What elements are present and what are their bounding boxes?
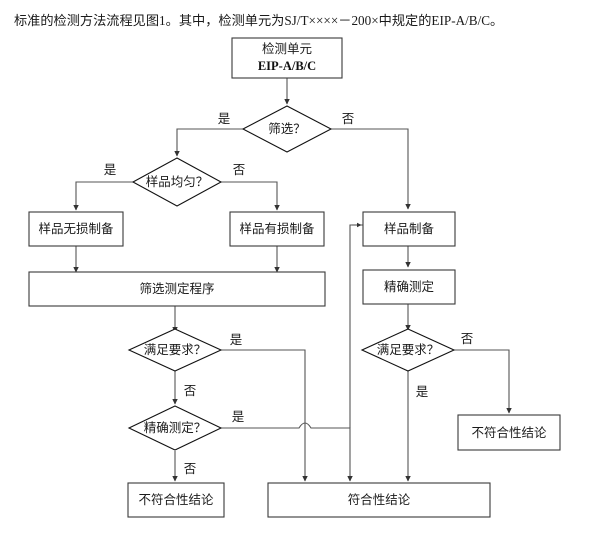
- edge-label-meetsright-no: 否: [461, 332, 474, 346]
- edge-screening-no: [331, 128, 411, 210]
- edge-meetsleft-yes: [221, 349, 308, 482]
- node-meets-requirement-left: 满足要求？: [127, 328, 223, 372]
- edge-label-meetsright-yes: 是: [416, 385, 429, 399]
- edge-loop-back-to-sampleprep: [349, 224, 363, 428]
- caption-paragraph: 标准的检测方法流程见图1。其中，检测单元为SJ/T××××－200×中规定的EI…: [14, 13, 504, 28]
- node-nonconforming-right-label: 不符合性结论: [471, 425, 547, 440]
- edge-label-precise-yes: 是: [232, 410, 245, 424]
- edge-uniform-yes: [73, 181, 133, 211]
- node-precise-measure-decision: 精确测定？: [127, 405, 223, 451]
- edge-uniform-no: [221, 181, 280, 211]
- node-meets-requirement-right: 满足要求？: [360, 328, 456, 372]
- node-conforming: 符合性结论: [267, 482, 491, 518]
- node-precise-measure-box: 精确测定: [362, 269, 456, 305]
- node-precise-measure-decision-label: 精确测定？: [144, 420, 207, 435]
- node-sample-prep-label: 样品制备: [384, 221, 435, 236]
- edge-label-uniform-no: 否: [233, 163, 246, 177]
- edge-label-screening-yes: 是: [218, 112, 231, 126]
- node-sample-prep: 样品制备: [362, 211, 456, 247]
- node-conforming-label: 符合性结论: [348, 492, 411, 507]
- node-precise-measure-box-label: 精确测定: [384, 279, 434, 294]
- node-detection-unit-line1: 检测单元: [262, 41, 312, 56]
- edge-label-uniform-yes: 是: [104, 163, 117, 177]
- edge-precise-yes: [221, 422, 353, 482]
- edge-screening-yes: [174, 128, 243, 157]
- edge-meetsright-no: [454, 349, 512, 414]
- node-detection-unit: 检测单元 EIP-A/B/C: [231, 37, 343, 79]
- edge-label-precise-no: 否: [184, 462, 197, 476]
- node-nonconforming-right: 不符合性结论: [457, 414, 561, 451]
- node-screening-decision-label: 筛选？: [268, 121, 306, 136]
- node-uniform-decision: 样品均匀？: [131, 157, 223, 207]
- node-nondestructive-prep: 样品无损制备: [28, 211, 124, 247]
- node-nondestructive-prep-label: 样品无损制备: [38, 221, 114, 236]
- node-detection-unit-line2: EIP-A/B/C: [258, 59, 316, 73]
- node-screening-decision: 筛选？: [241, 105, 333, 153]
- node-nonconforming-left-label: 不符合性结论: [138, 492, 214, 507]
- edge-label-meetsleft-no: 否: [184, 384, 197, 398]
- node-nonconforming-left: 不符合性结论: [127, 482, 225, 518]
- edge-label-screening-no: 否: [342, 112, 355, 126]
- node-screening-procedure: 筛选测定程序: [28, 271, 326, 307]
- node-screening-procedure-label: 筛选测定程序: [139, 281, 214, 296]
- node-destructive-prep-label: 样品有损制备: [239, 221, 315, 236]
- edge-label-meetsleft-yes: 是: [230, 333, 243, 347]
- node-meets-requirement-left-label: 满足要求？: [144, 343, 207, 357]
- node-destructive-prep: 样品有损制备: [229, 211, 325, 247]
- node-uniform-decision-label: 样品均匀？: [146, 174, 209, 189]
- node-meets-requirement-right-label: 满足要求？: [377, 343, 440, 357]
